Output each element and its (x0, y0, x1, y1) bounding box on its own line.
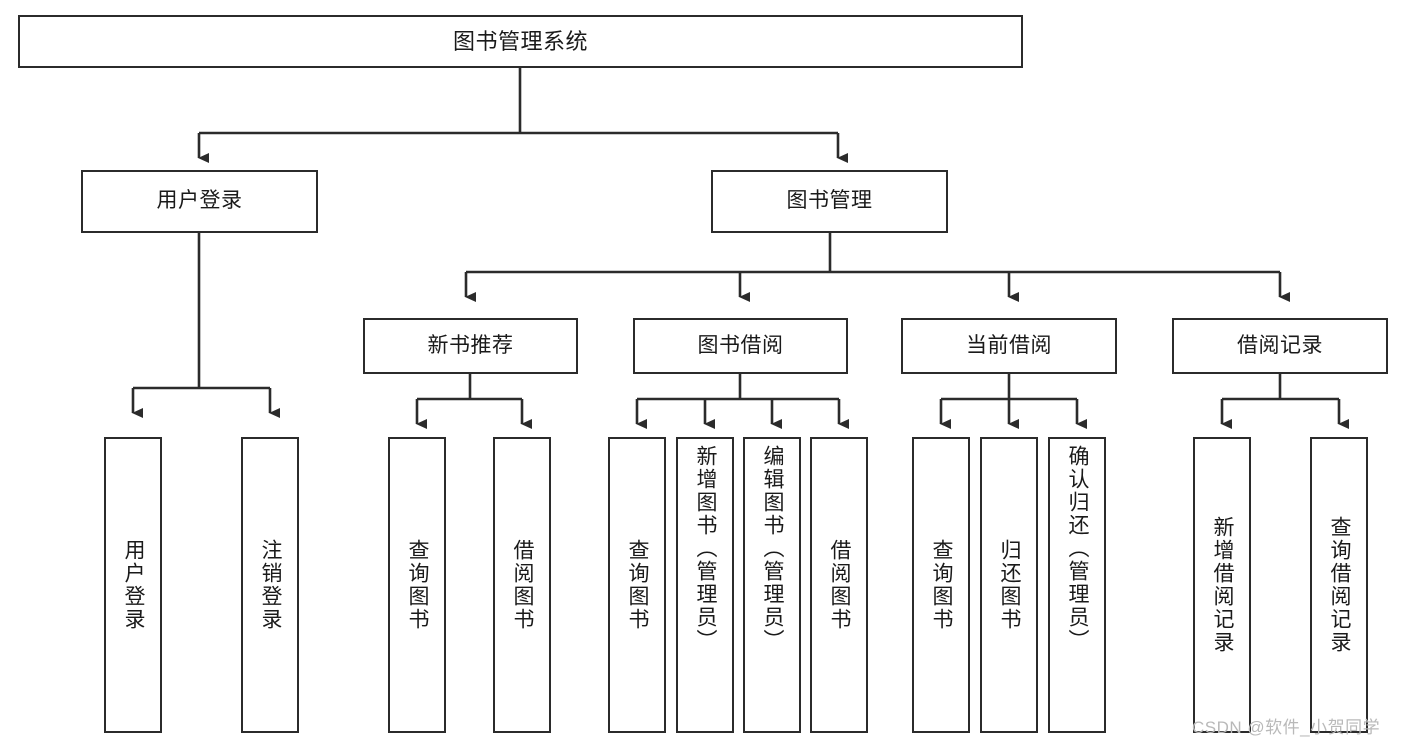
leaf-record-add-record[interactable]: 新增借阅记录 (1193, 437, 1251, 733)
leaf-borrow-add-book-admin[interactable]: 新增图书（管理员） (676, 437, 734, 733)
node-label: 用户登录 (122, 539, 146, 631)
node-label: 图书管理 (786, 189, 873, 213)
leaf-current-query-book[interactable]: 查询图书 (912, 437, 970, 733)
node-label: 新增图书（管理员） (694, 445, 718, 652)
node-label: 借阅记录 (1237, 333, 1323, 357)
node-label: 图书借阅 (697, 333, 784, 357)
node-label: 新增借阅记录 (1211, 516, 1235, 654)
node-label: 借阅图书 (828, 539, 852, 631)
node-label: 借阅图书 (511, 539, 535, 631)
node-root-system[interactable]: 图书管理系统 (18, 15, 1023, 68)
node-borrow-record[interactable]: 借阅记录 (1172, 318, 1388, 374)
node-label: 图书管理系统 (452, 28, 588, 54)
node-book-management[interactable]: 图书管理 (711, 170, 948, 233)
node-current-borrow[interactable]: 当前借阅 (901, 318, 1117, 374)
leaf-current-return-book[interactable]: 归还图书 (980, 437, 1038, 733)
node-label: 查询图书 (406, 539, 430, 631)
node-label: 确认归还（管理员） (1066, 445, 1090, 652)
leaf-recommend-borrow-book[interactable]: 借阅图书 (493, 437, 551, 733)
leaf-current-confirm-return-admin[interactable]: 确认归还（管理员） (1048, 437, 1106, 733)
node-label: 新书推荐 (427, 333, 514, 357)
watermark-text: CSDN @软件_小贺同学 (1192, 718, 1381, 737)
node-label: 查询借阅记录 (1328, 516, 1352, 654)
node-label: 用户登录 (156, 189, 243, 213)
node-label: 查询图书 (626, 539, 650, 631)
leaf-user-login-signout[interactable]: 注销登录 (241, 437, 299, 733)
leaf-record-query-record[interactable]: 查询借阅记录 (1310, 437, 1368, 733)
leaf-recommend-query-book[interactable]: 查询图书 (388, 437, 446, 733)
leaf-borrow-query-book[interactable]: 查询图书 (608, 437, 666, 733)
leaf-borrow-edit-book-admin[interactable]: 编辑图书（管理员） (743, 437, 801, 733)
leaf-borrow-borrow-book[interactable]: 借阅图书 (810, 437, 868, 733)
node-user-login[interactable]: 用户登录 (81, 170, 318, 233)
node-label: 编辑图书（管理员） (761, 445, 785, 652)
node-label: 当前借阅 (966, 333, 1052, 357)
node-label: 归还图书 (998, 539, 1022, 631)
node-new-book-recommend[interactable]: 新书推荐 (363, 318, 578, 374)
node-book-borrow[interactable]: 图书借阅 (633, 318, 848, 374)
node-label: 注销登录 (259, 539, 283, 631)
node-label: 查询图书 (930, 539, 954, 631)
leaf-user-login-signin[interactable]: 用户登录 (104, 437, 162, 733)
